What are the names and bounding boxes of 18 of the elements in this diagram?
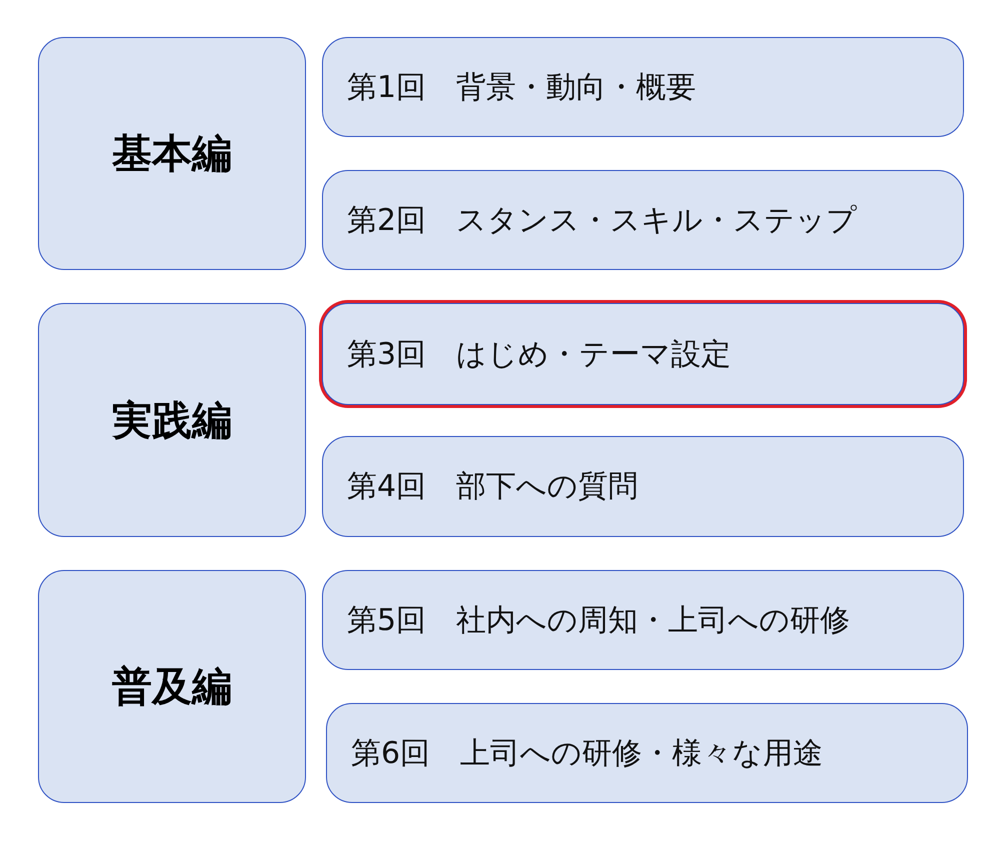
section-box	[38, 303, 306, 537]
section-box	[38, 570, 306, 803]
session-box	[326, 703, 968, 803]
session-title: 第2回 スタンス・スキル・ステップ	[347, 202, 858, 240]
section-box	[38, 37, 306, 270]
session-title: 第3回 はじめ・テーマ設定	[347, 336, 732, 374]
session-title: 第1回 背景・動向・概要	[347, 68, 696, 106]
session-box	[322, 570, 964, 670]
session-box	[322, 37, 964, 137]
session-box	[322, 436, 964, 537]
session-title: 第5回 社内への周知・上司への研修	[347, 602, 850, 640]
session-title: 第6回 上司への研修・様々な用途	[351, 734, 824, 772]
session-box	[322, 170, 964, 270]
section-title: 実践編	[112, 396, 232, 446]
highlighted-session-box	[322, 303, 964, 405]
section-title: 基本編	[112, 130, 232, 179]
session-title: 第4回 部下への質問	[347, 468, 638, 506]
section-title: 普及編	[112, 663, 232, 712]
